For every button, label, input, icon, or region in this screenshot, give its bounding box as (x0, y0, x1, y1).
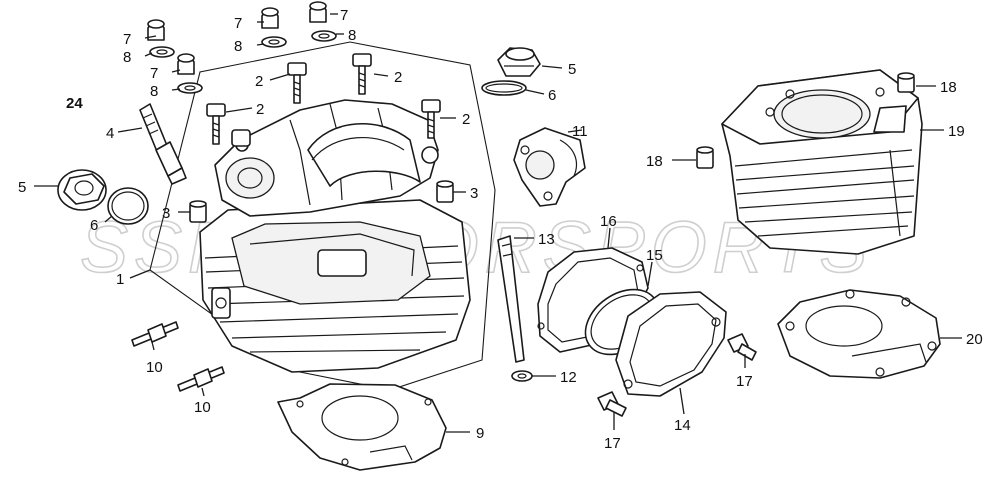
intake-pipe (513, 127, 586, 207)
bolt-17-a (727, 333, 757, 361)
bolt-2-d (421, 99, 441, 139)
label-13: 13 (538, 231, 555, 248)
dowel-pin-18-mid (696, 146, 714, 169)
label-19: 19 (948, 123, 965, 140)
nut-7-d (177, 53, 203, 94)
head-gasket (277, 383, 447, 471)
long-stud (497, 235, 525, 363)
label-16: 16 (600, 213, 617, 230)
label-17: 17 (736, 373, 753, 390)
label-15: 15 (646, 247, 663, 264)
label-18: 18 (646, 153, 663, 170)
label-8: 8 (348, 27, 356, 44)
bolt-2-c (206, 103, 226, 145)
o-ring-right (481, 80, 527, 96)
label-7: 7 (150, 65, 158, 82)
label-2: 2 (255, 73, 263, 90)
label-9: 9 (476, 425, 484, 442)
callout-labels: 7 8 7 8 7 8 7 8 2 2 2 2 3 3 24 4 5 6 1 1… (18, 7, 983, 452)
oil-plug-left (57, 169, 107, 211)
spark-plug (139, 103, 187, 185)
label-11: 11 (572, 123, 588, 140)
label-1: 1 (116, 271, 124, 288)
nut-7-a (147, 19, 175, 58)
label-20: 20 (966, 331, 983, 348)
label-5: 5 (568, 61, 576, 78)
nut-7-c (309, 1, 337, 42)
stud-10-a (131, 321, 179, 347)
cylinder-head (199, 99, 471, 373)
label-17: 17 (604, 435, 621, 452)
bolt-2-a (287, 62, 307, 104)
label-8: 8 (150, 83, 158, 100)
label-7: 7 (234, 15, 242, 32)
label-6: 6 (90, 217, 98, 234)
label-18: 18 (940, 79, 957, 96)
label-10: 10 (146, 359, 163, 376)
nut-7-b (261, 7, 287, 48)
label-8: 8 (123, 49, 131, 66)
leader-lines (34, 13, 962, 433)
label-8: 8 (234, 38, 242, 55)
bolt-17-b (597, 391, 627, 417)
label-4: 4 (106, 125, 114, 142)
label-2: 2 (394, 69, 402, 86)
label-7: 7 (340, 7, 348, 24)
dowel-pin-3-a (436, 180, 454, 203)
label-7: 7 (123, 31, 131, 48)
dowel-pin-18-top (897, 72, 915, 93)
label-3: 3 (470, 185, 478, 202)
o-ring-left (107, 187, 149, 225)
head-assembly-outline (149, 41, 496, 391)
label-5: 5 (18, 179, 26, 196)
bolt-2-b (352, 53, 372, 95)
label-6: 6 (548, 87, 556, 104)
dowel-pin-3-b (189, 200, 207, 223)
base-gasket (777, 289, 941, 379)
label-2: 2 (256, 101, 264, 118)
cylinder-block (721, 69, 923, 255)
stud-10-b (177, 366, 225, 392)
label-14: 14 (674, 417, 691, 434)
side-cover (615, 291, 727, 397)
label-2: 2 (462, 111, 470, 128)
washer-12 (511, 370, 533, 382)
label-24: 24 (66, 95, 83, 112)
label-12: 12 (560, 369, 577, 386)
label-10: 10 (194, 399, 211, 416)
label-3: 3 (162, 205, 170, 222)
plug-cap-right (497, 47, 541, 77)
